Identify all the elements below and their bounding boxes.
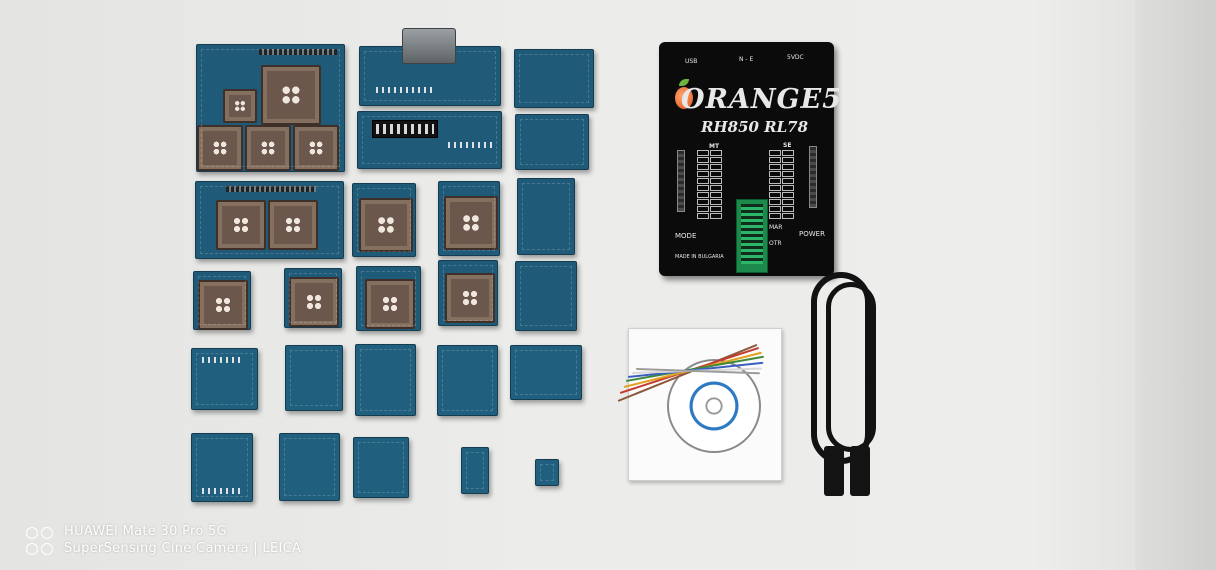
adapter-board-qfp	[353, 437, 409, 498]
adapter-board-qfp	[355, 344, 416, 416]
adapter-board-soic	[515, 114, 589, 170]
mt-pinout-table	[697, 150, 722, 219]
adapter-board-soic-small	[461, 447, 489, 494]
software-cd	[628, 328, 782, 481]
adapter-board-qfp	[285, 345, 343, 411]
otr-label: OTR	[769, 240, 782, 247]
origin-label: MADE IN BULGARIA	[675, 254, 724, 260]
watermark-device: HUAWEI Mate 30 Pro 5G	[64, 524, 227, 539]
adapter-board-dip	[357, 111, 502, 169]
adapter-board-plcc	[193, 271, 251, 330]
watermark-camera: SuperSensing Cine Camera | LEICA	[64, 541, 302, 556]
plcc-socket	[365, 279, 415, 329]
dip-socket	[372, 120, 438, 138]
db9-connector	[402, 28, 456, 64]
adapter-board-soic	[514, 49, 594, 108]
power-port-label: 5VDC	[787, 54, 804, 61]
plcc-socket	[444, 196, 498, 250]
orange5-programmer: USB N - E 5VDC ORANGE5 RH850 RL78 MT SE …	[659, 42, 841, 276]
adapter-board-qfp	[437, 345, 498, 416]
se-pinout-table	[769, 150, 794, 219]
plcc-socket	[245, 125, 291, 171]
usb-port-label: USB	[685, 58, 698, 65]
adapter-board-qfp	[191, 348, 258, 410]
mode-label: MODE	[675, 232, 697, 240]
plcc-socket	[198, 280, 248, 330]
mt-header-connector	[677, 150, 685, 212]
plcc-socket	[359, 198, 413, 252]
usb-cable-loop	[826, 282, 876, 452]
plcc-socket	[293, 125, 339, 171]
adapter-board-qfp	[191, 433, 253, 502]
ne-port-label: N - E	[739, 56, 754, 63]
leica-logo-icon	[26, 527, 58, 540]
background-edge	[1135, 0, 1216, 570]
plcc-socket	[268, 200, 318, 250]
plcc-socket	[445, 273, 495, 323]
adapter-board-qfp	[515, 261, 577, 331]
adapter-board-qfp	[510, 345, 582, 400]
adapter-board-plcc	[352, 183, 416, 257]
usb-connector	[824, 446, 844, 496]
power-label: POWER	[799, 230, 825, 238]
adapter-board-soic	[517, 178, 575, 255]
adapter-board-soic-tiny	[535, 459, 559, 486]
plcc-socket	[223, 89, 257, 123]
leica-logo-icon	[26, 543, 58, 556]
orange-leaf-icon	[679, 79, 689, 86]
mar-label: MAR	[769, 224, 783, 231]
adapter-board-qfp	[279, 433, 340, 501]
se-header-connector	[809, 146, 817, 208]
brand-logo: ORANGE5	[681, 84, 843, 115]
adapter-board-plcc	[284, 268, 342, 328]
plcc-socket	[197, 125, 243, 171]
zif-socket	[736, 199, 768, 273]
model-label: RH850 RL78	[701, 118, 809, 136]
plcc-socket	[216, 200, 266, 250]
adapter-board-plcc-double	[195, 181, 344, 259]
adapter-board-plcc	[356, 266, 421, 331]
plcc-socket	[289, 277, 339, 327]
orange-fruit-icon	[675, 87, 693, 109]
mt-label: MT	[709, 143, 720, 150]
adapter-board-plcc	[438, 181, 500, 256]
plcc-socket	[261, 65, 321, 125]
usb-connector	[850, 446, 870, 496]
adapter-board-plcc	[438, 260, 498, 326]
adapter-board-plcc-multi	[196, 44, 345, 172]
se-label: SE	[783, 142, 792, 149]
